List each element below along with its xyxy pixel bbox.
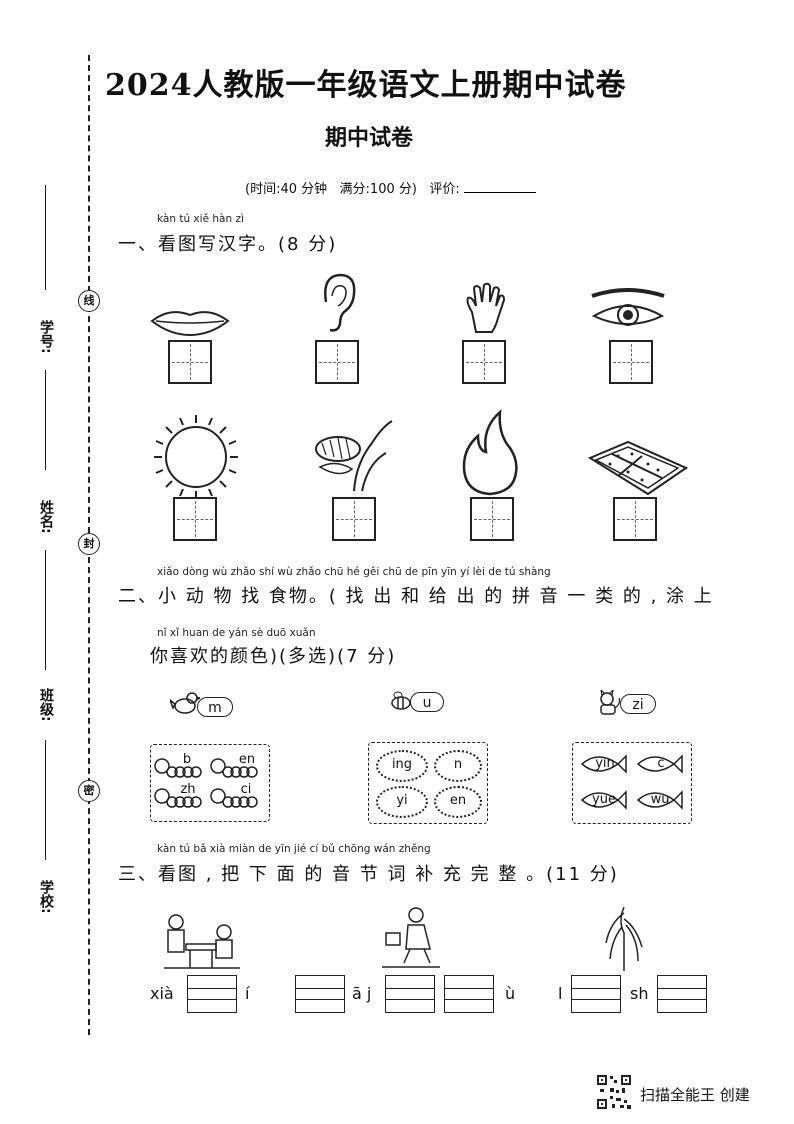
tianzi-grid-1[interactable]: [168, 340, 212, 384]
caterpillar-option[interactable]: en: [238, 752, 256, 767]
playing-chess-icon: [164, 914, 240, 969]
qr-code-icon: [596, 1074, 632, 1110]
flower-option[interactable]: en: [434, 786, 482, 818]
fire-icon: [462, 408, 518, 496]
bird-icon: [170, 692, 200, 714]
meta-full-score: 满分:100 分): [339, 182, 417, 197]
writing-grid[interactable]: [571, 975, 621, 1013]
eye-icon: [591, 288, 665, 326]
tianzi-grid-7[interactable]: [470, 497, 514, 541]
tianzi-grid-6[interactable]: [332, 497, 376, 541]
exam-meta: (时间:40 分钟 满分:100 分) 评价:: [245, 178, 536, 197]
writing-grid[interactable]: [657, 975, 707, 1013]
meta-evaluation: 评价:: [429, 182, 460, 197]
rice-plant-icon: [315, 420, 393, 492]
willow-tree-icon: [605, 906, 643, 971]
page-subtitle: 期中试卷: [325, 126, 414, 151]
class-label: 班级:: [38, 688, 54, 722]
seal-secret-mark: 密: [78, 780, 100, 802]
syllable-u: ù: [505, 984, 516, 1003]
meta-time: (时间:40 分钟: [245, 182, 328, 197]
syllable-l: l: [558, 984, 563, 1003]
student-number-label: 学号:: [38, 320, 54, 354]
fish-option[interactable]: c: [657, 756, 665, 771]
field-icon: [588, 440, 688, 496]
hand-icon: [466, 282, 506, 333]
school-label: 学校:: [38, 880, 54, 914]
margin-line: [45, 550, 46, 670]
caterpillar-option[interactable]: zh: [180, 782, 196, 797]
margin-line: [45, 185, 46, 290]
tianzi-grid-2[interactable]: [315, 340, 359, 384]
flower-option[interactable]: n: [434, 750, 482, 782]
caterpillar-icons: [154, 758, 258, 808]
lips-icon: [150, 311, 230, 337]
choice-group-flowers: [368, 742, 488, 824]
writing-grid[interactable]: [444, 975, 494, 1013]
choice-group-caterpillars: [150, 744, 270, 822]
writing-grid[interactable]: [385, 975, 435, 1013]
fish-option[interactable]: yin: [595, 756, 615, 771]
q1-instruction: 一、看图写汉字。(8 分): [118, 234, 338, 255]
q2-instruction-line2: 你喜欢的颜色)(多选)(7 分): [150, 646, 397, 667]
flower-option[interactable]: yi: [376, 786, 428, 818]
page-title: 2024人教版一年级语文上册期中试卷: [105, 68, 627, 103]
q3-pinyin: kàn tú bǎ xià miàn de yīn jié cí bǔ chōn…: [157, 843, 431, 855]
fish-option[interactable]: yue: [592, 792, 616, 807]
caterpillar-option[interactable]: b: [182, 752, 192, 767]
margin-line: [45, 740, 46, 860]
sun-icon: [154, 415, 238, 499]
evaluation-blank[interactable]: [463, 180, 536, 193]
tianzi-grid-5[interactable]: [173, 497, 217, 541]
flower-option[interactable]: ing: [376, 750, 428, 782]
tianzi-grid-8[interactable]: [613, 497, 657, 541]
fish-icons: [580, 754, 683, 810]
fish-option[interactable]: wu: [650, 792, 670, 807]
q3-instruction: 三、看图 , 把 下 面 的 音 节 词 补 充 完 整 。(11 分): [118, 864, 619, 885]
choice-group-fish: [572, 742, 692, 824]
cat-icon: [600, 690, 621, 715]
tianzi-grid-4[interactable]: [609, 340, 653, 384]
syllable-i: í: [245, 984, 250, 1003]
seal-line-mark: 线: [78, 290, 100, 312]
q2-pinyin-line1: xiǎo dòng wù zhǎo shí wù zhǎo chū hé gěi…: [157, 566, 551, 578]
girl-playing-icon: [382, 907, 440, 968]
syllable-sh: sh: [630, 984, 649, 1003]
scanner-watermark: 扫描全能王 创建: [640, 1086, 750, 1104]
animal-tag-cat: zi: [620, 694, 656, 714]
tianzi-grid-3[interactable]: [462, 340, 506, 384]
q2-instruction-line1: 二、小 动 物 找 食物。( 找 出 和 给 出 的 拼 音 一 类 的 , 涂…: [118, 586, 714, 607]
caterpillar-option[interactable]: ci: [240, 782, 252, 797]
seal-seal-mark: 封: [78, 533, 100, 555]
syllable-xia: xià: [150, 984, 174, 1003]
name-label: 姓名:: [38, 500, 54, 534]
q1-pinyin: kàn tú xiě hàn zì: [157, 213, 244, 225]
syllable-a-j: ā j: [352, 984, 372, 1003]
margin-line: [45, 370, 46, 470]
animal-tag-bird: m: [197, 697, 233, 717]
q2-pinyin-line2: nǐ xǐ huan de yán sè duō xuǎn: [157, 627, 316, 639]
ear-icon: [324, 273, 356, 332]
animal-tag-bee: u: [410, 692, 444, 712]
writing-grid[interactable]: [187, 975, 237, 1013]
writing-grid[interactable]: [295, 975, 345, 1013]
